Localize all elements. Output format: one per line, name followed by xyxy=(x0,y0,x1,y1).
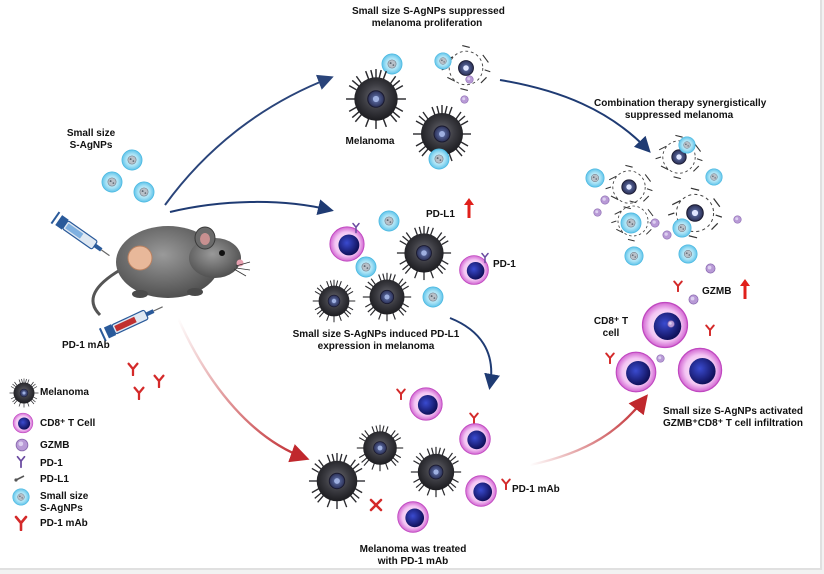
caption-treated: Melanoma was treated with PD-1 mAb xyxy=(348,544,478,568)
pdl1-scene xyxy=(312,210,489,323)
caption-induced-line1: Small size S-AgNPs induced PD-L1 xyxy=(292,329,460,340)
caption-gzmb: GZMB xyxy=(702,286,732,297)
caption-induced-line2: expression in melanoma xyxy=(317,341,435,352)
mab-cluster-left xyxy=(127,362,165,400)
legend-label-s-agnp: Small size S-AgNPs xyxy=(40,491,88,515)
caption-combination: Combination therapy synergistically supp… xyxy=(594,98,767,122)
arrow-to-combination xyxy=(499,79,651,153)
agnp-cluster-left xyxy=(101,149,155,203)
caption-activated-line2: GZMB⁺CD8⁺ T cell infiltration xyxy=(662,418,803,429)
caption-proliferation: Small size S-AgNPs suppressed melanoma p… xyxy=(352,6,505,30)
caption-proliferation-line1: Small size S-AgNPs suppressed xyxy=(352,6,505,17)
legend-label-pd1-mab: PD-1 mAb xyxy=(40,518,88,529)
syringe-agnp-icon xyxy=(50,211,110,257)
caption-proliferation-line2: melanoma proliferation xyxy=(371,18,483,29)
legend-label-pd1: PD-1 xyxy=(40,458,63,469)
mouse-illustration xyxy=(91,226,251,317)
arrow-to-treated xyxy=(176,317,310,463)
caption-cd8-line1: CD8⁺ T xyxy=(593,316,629,327)
caption-treated-line1: Melanoma was treated xyxy=(359,544,467,555)
caption-combination-line1: Combination therapy synergistically xyxy=(594,98,767,109)
proliferation-scene xyxy=(345,45,491,170)
caption-pd1-mab-mouse: PD-1 mAb xyxy=(62,340,110,351)
arrow-to-activated xyxy=(529,394,648,467)
treated-scene xyxy=(308,387,511,533)
legend-label-melanoma: Melanoma xyxy=(40,387,89,398)
caption-cd8-line2: cell xyxy=(602,328,620,339)
caption-small-size-line2: S-AgNPs xyxy=(69,140,113,151)
caption-treated-line2: with PD-1 mAb xyxy=(377,556,449,567)
gzmb-up-arrow-icon xyxy=(740,279,750,299)
arrow-to-pdl1 xyxy=(169,199,334,215)
arrow-down-to-treated xyxy=(449,317,500,390)
caption-cd8: CD8⁺ T cell xyxy=(586,316,636,340)
caption-small-size-line1: Small size xyxy=(66,128,116,139)
caption-small-size: Small size S-AgNPs xyxy=(56,128,126,152)
caption-pdl1: PD-L1 xyxy=(426,209,455,220)
legend-label-s-agnp-line1: Small size xyxy=(40,491,89,502)
combination-scene xyxy=(585,134,742,274)
legend-label-gzmb: GZMB xyxy=(40,440,70,451)
caption-melanoma: Melanoma xyxy=(345,136,395,147)
caption-pd1: PD-1 xyxy=(493,259,516,270)
caption-activated: Small size S-AgNPs activated GZMB⁺CD8⁺ T… xyxy=(648,406,818,430)
caption-activated-line1: Small size S-AgNPs activated xyxy=(662,406,804,417)
pdl1-up-arrow-icon xyxy=(464,198,474,218)
caption-pd1-mab-bottom: PD-1 mAb xyxy=(512,484,560,495)
legend-label-cd8-t-cell: CD8⁺ T Cell xyxy=(40,418,96,429)
arrow-to-proliferation xyxy=(164,74,334,206)
syringe-mab-icon xyxy=(98,306,163,342)
legend-label-pdl1: PD-L1 xyxy=(40,474,69,485)
caption-combination-line2: suppressed melanoma xyxy=(624,110,734,121)
caption-induced: Small size S-AgNPs induced PD-L1 express… xyxy=(276,329,476,353)
legend-label-s-agnp-line2: S-AgNPs xyxy=(40,503,83,514)
legend-icons xyxy=(9,378,39,531)
